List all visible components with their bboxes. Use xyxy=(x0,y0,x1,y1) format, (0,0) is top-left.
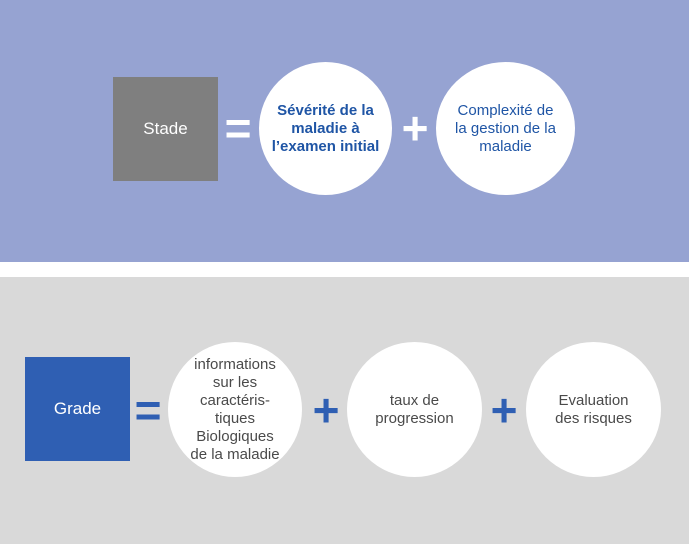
grade-term-progression-rate: taux de progression xyxy=(347,342,482,477)
stade-term-severity-text: Sévérité de la maladie à l’examen initia… xyxy=(271,101,380,155)
stade-plus-sign: + xyxy=(401,102,429,154)
grade-plus-sign-2: + xyxy=(490,384,518,436)
grade-term-biological-info: informations sur les caractéris- tiques … xyxy=(168,342,302,477)
stade-term-complexity: Complexité de la gestion de la maladie xyxy=(436,62,575,195)
grade-term-risk-evaluation-text: Evaluation des risques xyxy=(555,391,632,427)
stade-equals-sign: = xyxy=(224,102,252,154)
grade-box: Grade xyxy=(25,357,130,461)
grade-plus-sign-1: + xyxy=(312,384,340,436)
grade-term-risk-evaluation: Evaluation des risques xyxy=(526,342,661,477)
stade-term-complexity-text: Complexité de la gestion de la maladie xyxy=(455,101,556,155)
grade-label: Grade xyxy=(53,399,102,418)
stade-panel: Stade = Sévérité de la maladie à l’exame… xyxy=(0,0,689,262)
grade-panel: Grade = informations sur les caractéris-… xyxy=(0,277,689,544)
stade-label: Stade xyxy=(143,119,188,138)
stade-term-severity: Sévérité de la maladie à l’examen initia… xyxy=(259,62,392,195)
grade-equals-sign: = xyxy=(134,384,162,436)
grade-term-progression-rate-text: taux de progression xyxy=(375,391,454,427)
stade-box: Stade xyxy=(113,77,218,181)
grade-term-biological-info-text: informations sur les caractéris- tiques … xyxy=(190,355,280,463)
